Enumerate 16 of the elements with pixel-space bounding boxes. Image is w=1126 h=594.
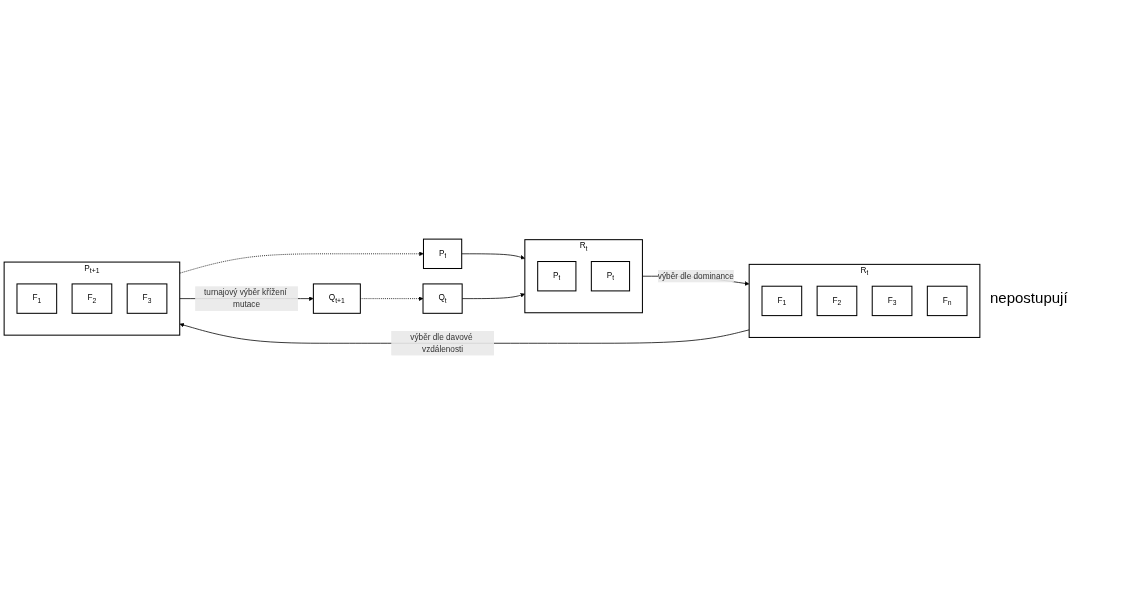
edge-label: výběr dle davové vzdálenosti [410, 332, 473, 354]
edge-label: výběr dle dominance [657, 271, 734, 280]
node-box: F$_{n}$ [926, 285, 968, 316]
note-text: nepostupují [990, 288, 1069, 306]
node-box: P$_{t}$ [422, 238, 463, 269]
node-box: F$_{1}$ [761, 285, 803, 316]
node-box: F$_{1}$ [16, 283, 58, 314]
node-box: F$_{3}$ [126, 283, 168, 314]
node-box: P$_{t}$ [590, 260, 631, 292]
node-box: P$_{t}$ [537, 260, 577, 292]
edge-label: turnajový výběr křížení mutace [204, 287, 287, 309]
node-box: Q$_{t}$ [422, 283, 463, 314]
node-box: F$_{2}$ [816, 285, 858, 316]
node-box: F$_{2}$ [71, 283, 113, 314]
node-box: F$_{3}$ [871, 285, 913, 316]
node-box: Q$_{t+1}$ [312, 283, 361, 314]
